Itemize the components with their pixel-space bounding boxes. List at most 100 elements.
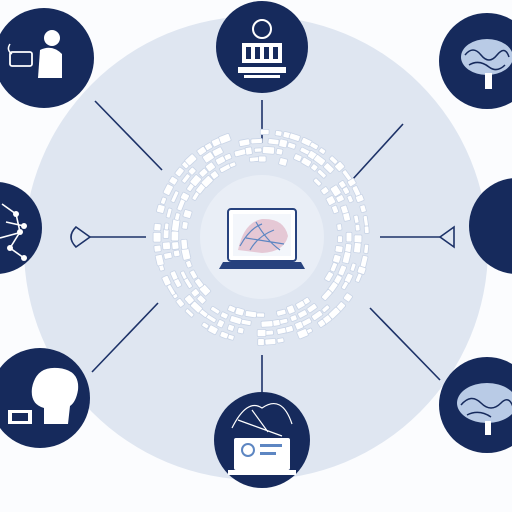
ring-segment	[229, 315, 243, 325]
human-head-profile-icon	[8, 367, 79, 424]
ring-segment	[293, 153, 303, 163]
arrow-tip-left	[70, 225, 92, 249]
ring-segment	[180, 270, 188, 280]
ring-segment	[295, 300, 306, 310]
ring-segment	[172, 249, 181, 258]
ring-segment	[334, 161, 346, 172]
ring-segment	[306, 303, 318, 314]
ring-segment	[264, 338, 277, 346]
ring-segment	[316, 168, 327, 179]
ring-segment	[185, 260, 193, 269]
ring-segment	[294, 320, 304, 331]
ring-segment	[300, 156, 312, 168]
ring-segment	[267, 138, 280, 146]
node-top-left	[0, 8, 94, 108]
ring-segment	[276, 337, 285, 344]
connector-lines	[70, 100, 455, 393]
hub-ring	[152, 128, 370, 346]
ring-segment	[336, 223, 343, 231]
ring-segment	[162, 183, 174, 196]
ring-segment	[278, 157, 288, 167]
hub-laptop-brain-icon	[200, 175, 324, 299]
ring-segment	[244, 146, 253, 156]
ring-segment	[216, 319, 225, 329]
node-top-right	[439, 13, 512, 109]
ring-segment	[207, 324, 219, 336]
ring-segment	[288, 132, 301, 142]
ring-segment	[165, 207, 173, 219]
ring-segment	[171, 218, 181, 232]
ring-segment	[331, 204, 340, 215]
arrow-tip-right	[438, 225, 455, 249]
ring-segment	[272, 319, 281, 327]
ring-segment	[256, 329, 267, 337]
ring-segment	[174, 166, 185, 178]
node-bottom-left	[0, 348, 90, 448]
ring-segment	[329, 184, 342, 198]
ring-segment	[257, 338, 265, 346]
ring-segment	[228, 161, 237, 168]
ring-segment	[329, 262, 338, 273]
ring-segment	[359, 204, 367, 214]
ring-segment	[312, 177, 322, 187]
ring-segment	[170, 230, 180, 242]
ring-segment	[355, 193, 365, 203]
connector-top-right	[351, 123, 404, 181]
node-right	[469, 178, 512, 274]
ring-segment	[226, 323, 235, 332]
ring-segment	[250, 138, 263, 145]
ring-segment	[205, 161, 216, 173]
ring-segment	[342, 186, 351, 195]
ring-segment	[328, 155, 339, 165]
ring-segment	[223, 153, 233, 161]
ring-segment	[275, 148, 284, 156]
ring-segment	[187, 166, 197, 176]
ring-segment	[262, 145, 276, 155]
ring-segment	[297, 309, 308, 319]
ring-segment	[354, 272, 363, 283]
ring-segment	[198, 167, 209, 178]
ring-segment	[181, 221, 189, 230]
ring-segment	[259, 128, 270, 136]
ring-segment	[211, 146, 224, 158]
ring-segment	[341, 251, 352, 265]
person-with-devices-icon	[7, 30, 62, 78]
ring-segment	[219, 311, 229, 320]
brain-icon	[461, 39, 512, 89]
ring-segment	[353, 234, 363, 244]
ring-segment	[334, 245, 344, 254]
ring-segment	[219, 330, 229, 340]
ring-segment	[204, 142, 214, 151]
ring-segment	[342, 212, 351, 222]
ring-segment	[180, 238, 189, 250]
ring-segment	[201, 321, 210, 330]
ring-segment	[168, 175, 179, 186]
ring-segment	[332, 253, 342, 264]
ring-segment	[179, 191, 190, 202]
ring-segment	[161, 241, 172, 251]
ring-segment	[154, 253, 165, 267]
ring-segment	[174, 212, 181, 221]
ring-segment	[260, 320, 274, 328]
node-bottom-right	[439, 357, 512, 453]
connector-bottom-right	[369, 307, 441, 381]
ring-segment	[321, 289, 333, 301]
ring-segment	[286, 141, 297, 150]
ring-segment	[163, 222, 170, 231]
ring-segment	[353, 242, 362, 254]
ring-segment	[363, 243, 370, 254]
ring-segment	[337, 264, 347, 277]
ring-segment	[160, 196, 167, 205]
ring-segment	[309, 141, 319, 151]
ring-segment	[171, 241, 180, 250]
ring-segment	[310, 163, 319, 172]
ring-segment	[210, 305, 221, 315]
ring-segment	[274, 129, 283, 137]
ring-segment	[209, 170, 220, 180]
ring-segment	[200, 175, 214, 188]
ring-segment	[311, 310, 324, 321]
ring-segment	[345, 231, 353, 243]
ring-segment	[190, 300, 203, 314]
ring-segment	[276, 327, 287, 335]
